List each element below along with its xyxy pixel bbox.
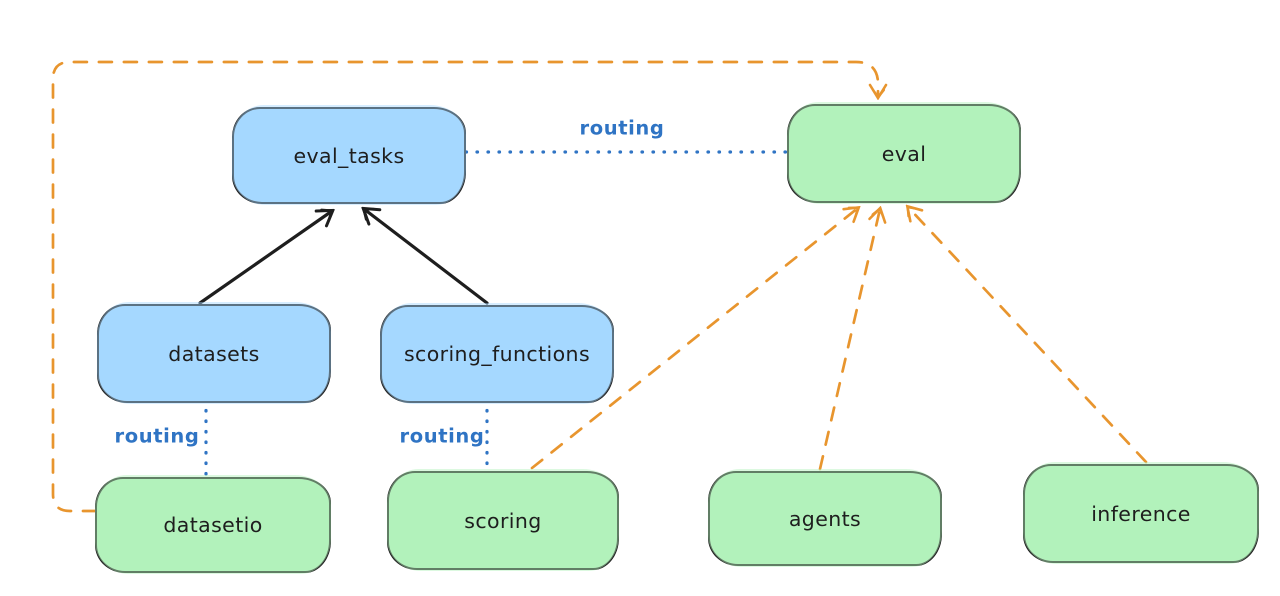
edge-scoring-functions-to-eval-tasks [364, 209, 489, 305]
edge-datasetio-to-eval [51, 60, 878, 513]
node-agents: agents [708, 469, 942, 567]
node-agents-label: agents [788, 506, 862, 531]
node-eval-tasks-label: eval_tasks [293, 143, 405, 168]
node-datasets: datasets [97, 302, 331, 404]
node-inference: inference [1023, 462, 1259, 564]
edge-label-routing-scoring-functions-scoring: routing [399, 424, 485, 448]
node-eval-tasks: eval_tasks [232, 105, 466, 205]
node-datasetio: datasetio [95, 475, 331, 574]
node-scoring: scoring [387, 469, 619, 571]
edge-inference-to-eval [908, 207, 1148, 464]
node-eval: eval [787, 102, 1021, 204]
edge-label-routing-datasets-datasetio: routing [114, 424, 200, 448]
node-scoring-functions-label: scoring_functions [403, 342, 591, 366]
node-scoring-label: scoring [464, 508, 542, 533]
edge-scoring-to-eval [530, 208, 858, 470]
node-inference-label: inference [1091, 501, 1191, 526]
node-scoring-functions: scoring_functions [380, 303, 614, 404]
node-datasetio-label: datasetio [163, 513, 263, 537]
edge-label-routing-eval-tasks-eval: routing [579, 116, 665, 140]
node-eval-label: eval [881, 141, 927, 166]
edge-agents-to-eval [818, 209, 880, 471]
node-datasets-label: datasets [168, 341, 260, 366]
edge-datasets-to-eval-tasks [198, 211, 332, 305]
